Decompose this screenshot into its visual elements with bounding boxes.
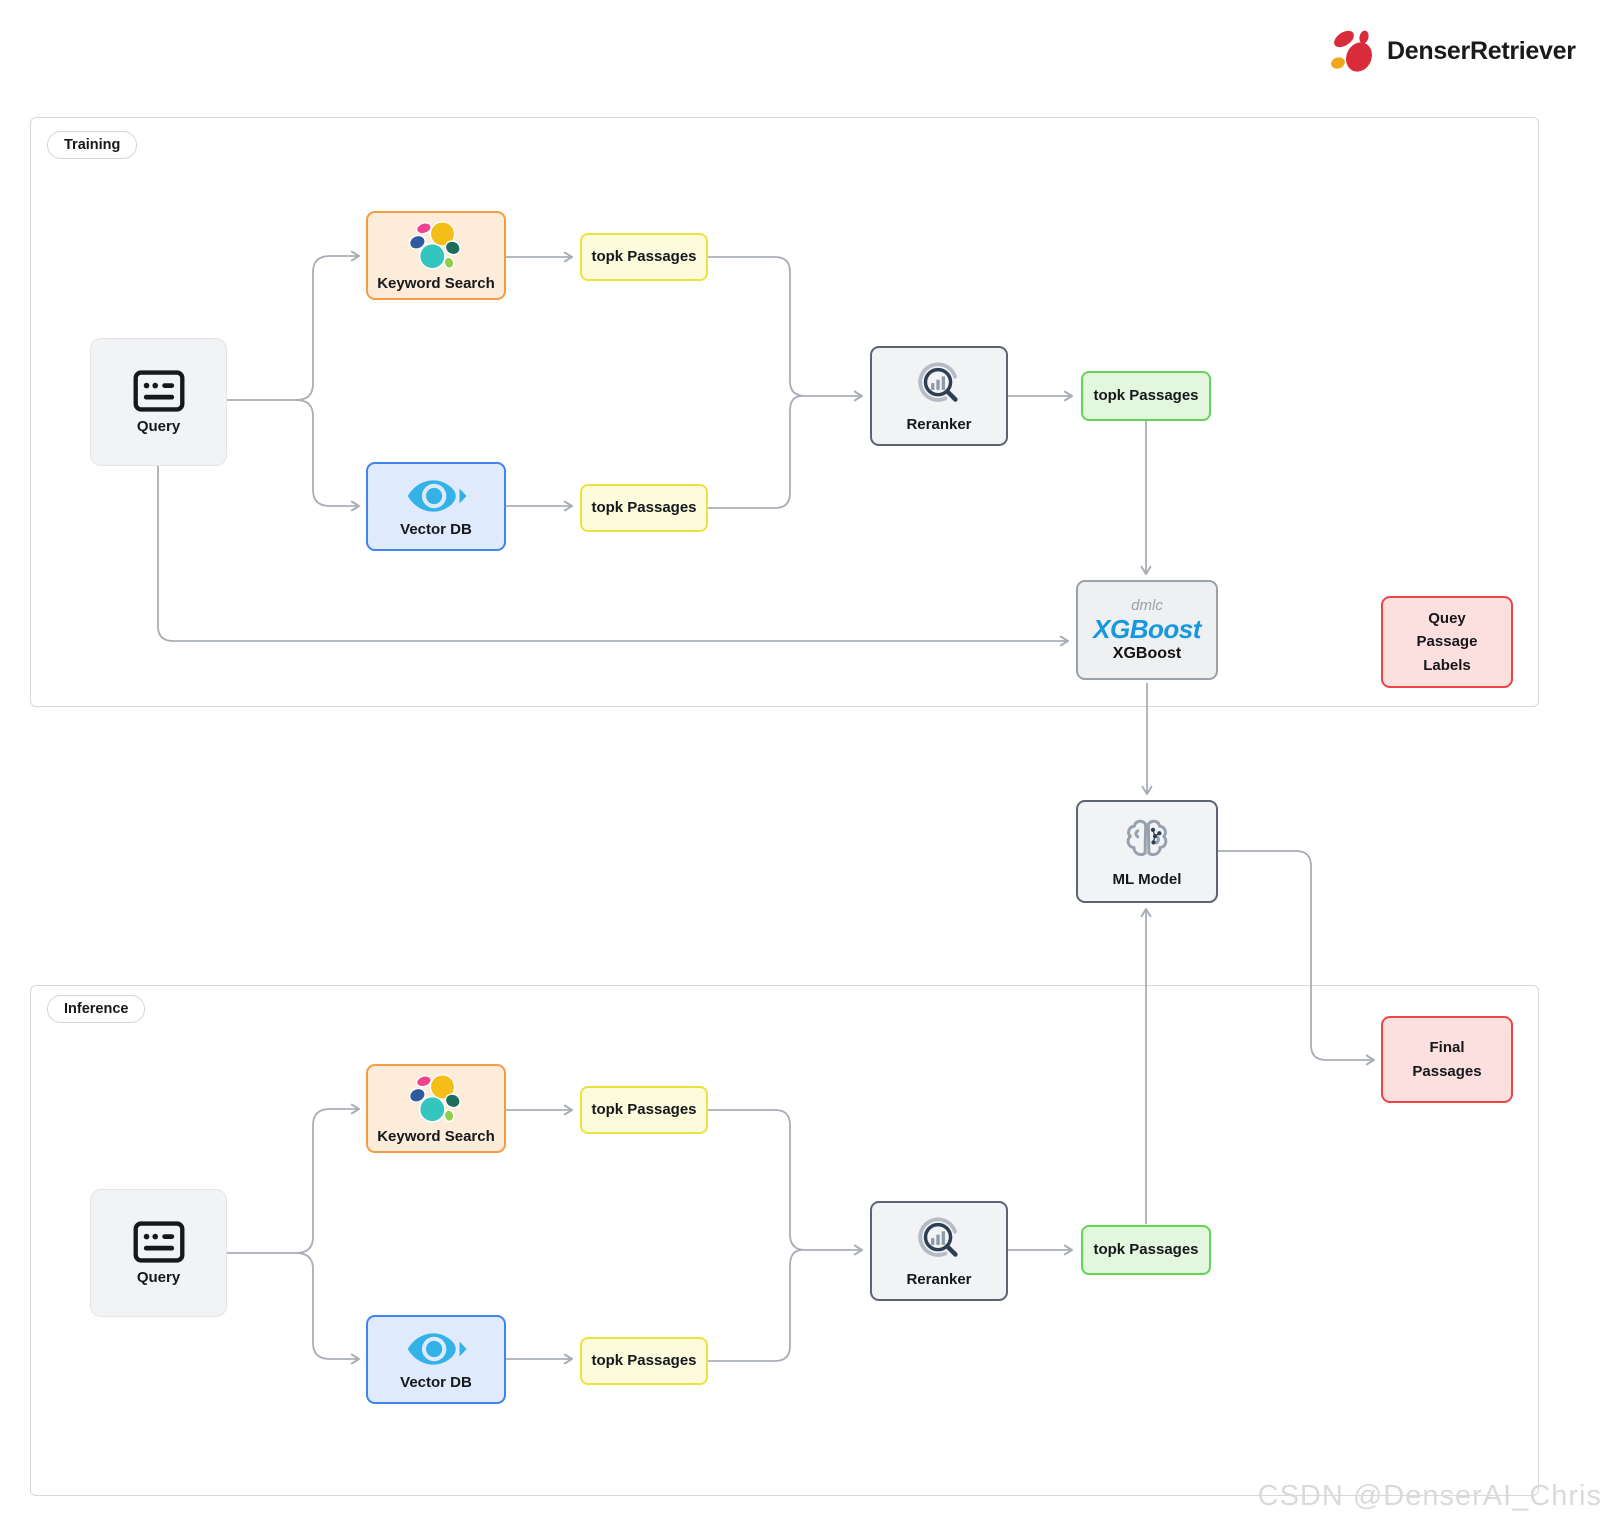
inference-reranker-node: Reranker	[870, 1201, 1008, 1301]
inference-keyword-search-node: Keyword Search	[366, 1064, 506, 1153]
milvus-eye-icon	[407, 1333, 467, 1366]
training-keyword-search-label: Keyword Search	[377, 274, 495, 292]
inference-container	[30, 985, 1539, 1496]
training-vector-db-node: Vector DB	[366, 462, 506, 551]
inference-reranker-label: Reranker	[906, 1270, 972, 1288]
xgboost-node: dmlc XGBoost XGBoost	[1076, 580, 1218, 680]
csdn-watermark: CSDN @DenserAI_Chris	[1257, 1480, 1600, 1512]
inference-vector-db-node: Vector DB	[366, 1315, 506, 1404]
topk-passages-label: topk Passages	[591, 1352, 697, 1370]
training-container	[30, 117, 1539, 707]
ml-model-label: ML Model	[1112, 870, 1182, 888]
training-topk-vector-node: topk Passages	[580, 484, 708, 532]
labels-line3: Labels	[1423, 656, 1471, 674]
elasticsearch-logo-icon	[409, 1074, 461, 1123]
magnifier-chart-icon	[918, 362, 958, 402]
labels-line2: Passage	[1416, 633, 1478, 651]
training-section-label: Training	[47, 131, 138, 159]
inference-query-node: Query	[90, 1189, 227, 1317]
ml-model-node: ML Model	[1076, 800, 1218, 903]
final-passages-text: Final Passages	[1412, 1036, 1481, 1083]
inference-topk-keyword-node: topk Passages	[580, 1086, 708, 1134]
final-line2: Passages	[1412, 1062, 1482, 1080]
training-vector-db-label: Vector DB	[400, 521, 472, 539]
brand-logo: DenserRetriever	[1330, 27, 1576, 75]
inference-topk-vector-node: topk Passages	[580, 1337, 708, 1385]
magnifier-chart-icon	[918, 1217, 958, 1257]
topk-passages-label: topk Passages	[1093, 1241, 1199, 1259]
xgboost-label: XGBoost	[1112, 645, 1182, 663]
training-topk-reranked-node: topk Passages	[1081, 371, 1211, 421]
inference-vector-db-label: Vector DB	[400, 1374, 472, 1392]
training-query-label: Query	[136, 417, 181, 435]
xgboost-wordmark: XGBoost	[1093, 613, 1201, 644]
xgboost-dmlc-wordmark: dmlc	[1131, 596, 1163, 614]
training-topk-keyword-node: topk Passages	[580, 233, 708, 281]
elasticsearch-logo-icon	[409, 221, 461, 270]
final-passages-node: Final Passages	[1381, 1016, 1513, 1103]
topk-passages-label: topk Passages	[591, 499, 697, 517]
paw-flower-icon	[1331, 30, 1372, 72]
brand-name: DenserRetriever	[1387, 36, 1576, 65]
milvus-eye-icon	[407, 480, 467, 513]
inference-keyword-search-label: Keyword Search	[377, 1127, 495, 1145]
topk-passages-label: topk Passages	[591, 248, 697, 266]
quey-passage-labels-node: Quey Passage Labels	[1381, 596, 1513, 688]
final-line1: Final	[1429, 1039, 1465, 1057]
training-query-node: Query	[90, 338, 227, 466]
quey-passage-labels-text: Quey Passage Labels	[1417, 607, 1478, 677]
brain-circuit-icon	[1126, 819, 1168, 856]
training-reranker-label: Reranker	[906, 415, 972, 433]
training-reranker-node: Reranker	[870, 346, 1008, 446]
inference-section-label: Inference	[47, 995, 146, 1023]
card-text-icon	[133, 370, 184, 412]
topk-passages-label: topk Passages	[1093, 387, 1199, 405]
inference-query-label: Query	[136, 1268, 181, 1286]
labels-line1: Quey	[1428, 610, 1466, 628]
card-text-icon	[133, 1221, 184, 1263]
training-keyword-search-node: Keyword Search	[366, 211, 506, 300]
topk-passages-label: topk Passages	[591, 1101, 697, 1119]
inference-topk-reranked-node: topk Passages	[1081, 1225, 1211, 1275]
